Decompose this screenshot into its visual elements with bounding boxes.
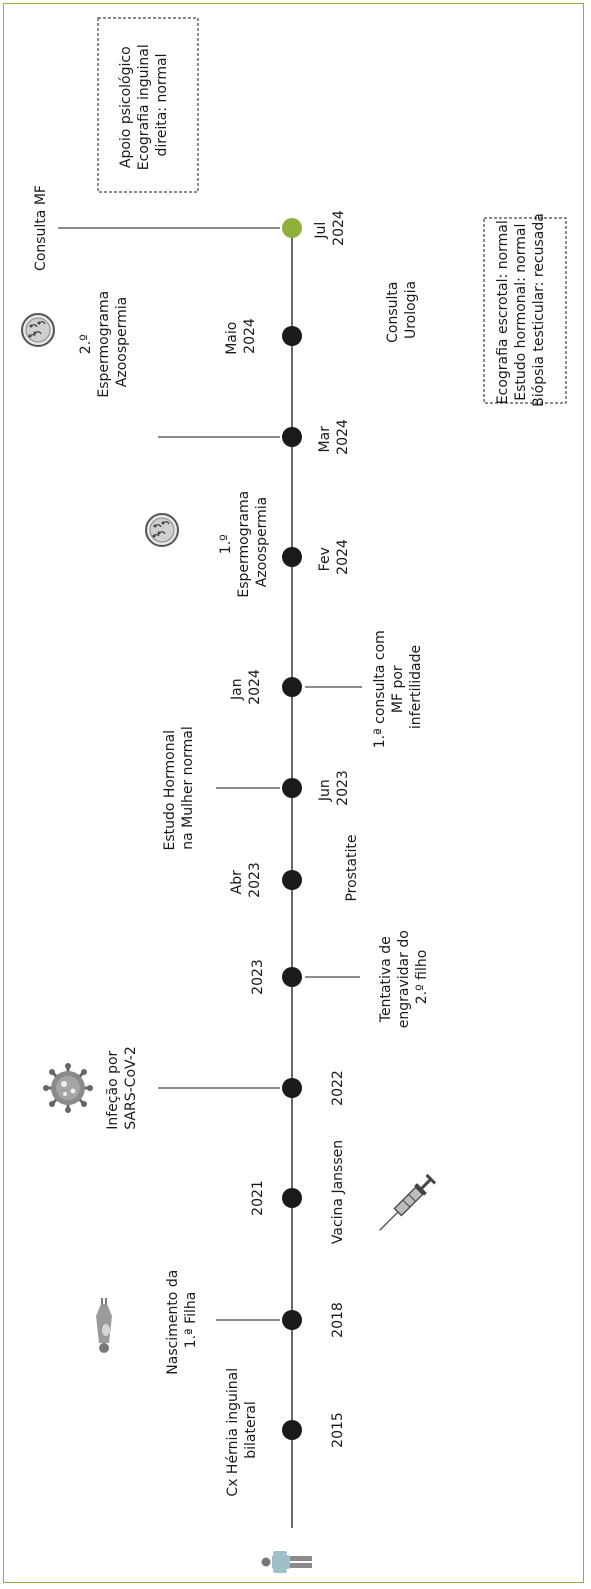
date-label-fev-2024: Fev 2024 — [317, 539, 351, 575]
mf-results-box — [97, 17, 199, 193]
marker-2023 — [282, 967, 302, 987]
marker-abr-2023 — [282, 870, 302, 890]
marker-2018 — [282, 1310, 302, 1330]
urology-results-text: Ecografia escrotal: normal Estudo hormon… — [495, 213, 547, 407]
event-label-estudo-hormonal: Estudo Hormonal na Mulher normal — [162, 725, 196, 850]
marker-mar-2024 — [282, 427, 302, 447]
sperm-sample-icon — [21, 313, 55, 347]
event-label-infecao: Infeção por SARS-CoV-2 — [105, 1046, 139, 1130]
date-label-2022: 2022 — [330, 1070, 346, 1106]
marker-jan-2024 — [282, 677, 302, 697]
date-label-maio-2024: Maio 2024 — [224, 317, 258, 355]
event-label-prostatite: Prostatite — [344, 834, 360, 901]
date-label-2015: 2015 — [330, 1412, 346, 1448]
sperm-sample-icon — [145, 513, 179, 547]
marker-2022 — [282, 1078, 302, 1098]
event-label-tentativa: Tentativa de engravidar do 2.º filho — [378, 926, 430, 1028]
virus-icon — [43, 1063, 93, 1113]
date-label-jan-2024: Jan 2024 — [229, 669, 263, 705]
marker-fev-2024 — [282, 547, 302, 567]
event-label-consulta-urologia: Consulta Urologia — [385, 277, 419, 343]
syringe-icon — [379, 1173, 437, 1231]
date-label-jun-2023: Jun 2023 — [317, 770, 351, 806]
mf-results-text: Apoio psicológico Ecografia inguinal dir… — [118, 40, 170, 170]
marker-2015 — [282, 1420, 302, 1440]
marker-jul-2024 — [282, 218, 302, 238]
event-label-1st-consulta-mf: 1.ª consulta com MF por infertilidade — [372, 626, 424, 748]
patient-icon — [261, 1551, 312, 1573]
event-label-consulta-mf: Consulta MF — [33, 185, 49, 271]
date-label-mar-2024: Mar 2024 — [317, 419, 351, 455]
date-label-2023: 2023 — [250, 959, 266, 995]
marker-maio-2024 — [282, 326, 302, 346]
event-label-nascimento: Nascimento da 1.ª Filha — [165, 1265, 199, 1374]
urology-results-box — [483, 217, 567, 404]
event-label-hernia: Cx Hérnia inguinal bilateral — [225, 1363, 259, 1496]
woman-with-baby-icon — [96, 1298, 112, 1353]
marker-jun-2023 — [282, 778, 302, 798]
marker-2021 — [282, 1188, 302, 1208]
date-label-2021: 2021 — [250, 1180, 266, 1216]
figure-frame — [3, 3, 584, 1583]
event-label-vacina: Vacina Janssen — [330, 1140, 346, 1244]
date-label-abr-2023: Abr 2023 — [229, 862, 263, 898]
date-label-jul-2024: Jul 2024 — [313, 210, 347, 246]
event-label-2nd-espermograma: 2.º Espermograma Azoospermia — [78, 286, 130, 397]
event-label-1st-espermograma: 1.º Espermograma Azoospermia — [218, 486, 270, 597]
date-label-2018: 2018 — [330, 1302, 346, 1338]
